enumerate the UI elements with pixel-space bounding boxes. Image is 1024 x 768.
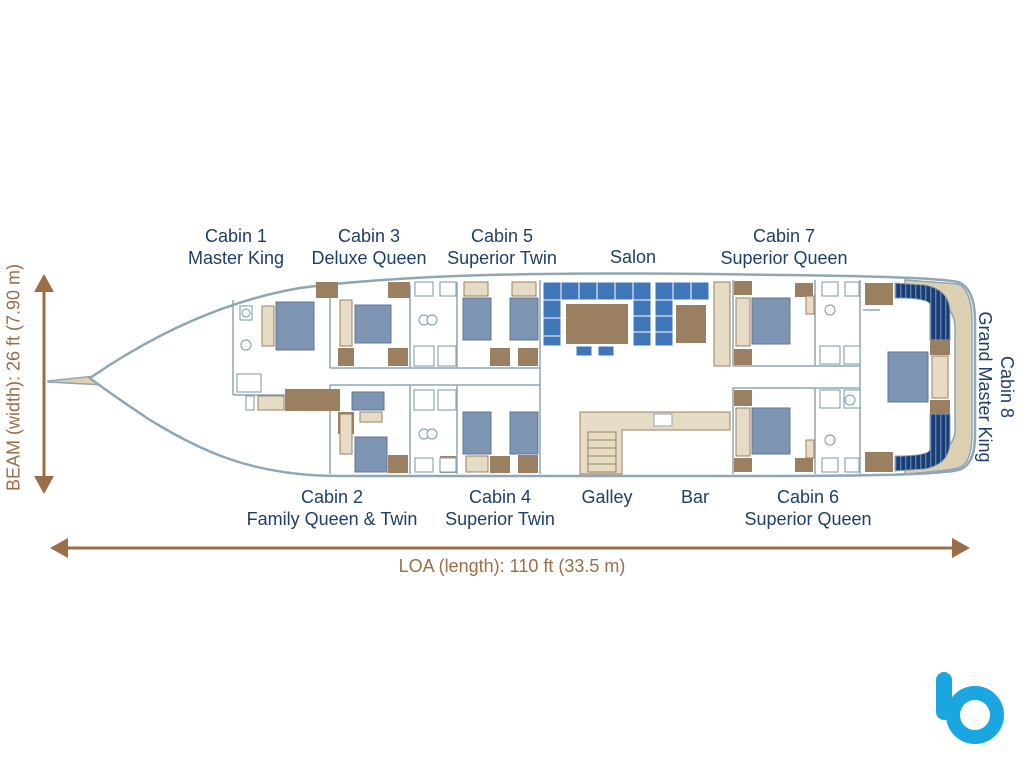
- cabin-3-name: Cabin 3: [337, 226, 401, 246]
- cabin-7-name: Cabin 7: [752, 226, 816, 246]
- cabin-1-type: Master King: [187, 248, 285, 268]
- cabin-7-label: Cabin 7 Superior Queen: [710, 225, 858, 269]
- galley-label: Galley: [572, 486, 642, 508]
- cabin-6-name: Cabin 6: [776, 487, 840, 507]
- cabin-5-name: Cabin 5: [470, 226, 534, 246]
- galley-counter: [579, 411, 731, 475]
- nightstands: [257, 281, 949, 473]
- salon-seating: [542, 281, 710, 357]
- beam-arrow: [34, 274, 54, 494]
- cabin-6-type: Superior Queen: [744, 509, 872, 529]
- salon-table: [566, 304, 628, 344]
- bar-label: Bar: [670, 486, 720, 508]
- cabin-1-label: Cabin 1 Master King: [176, 225, 296, 269]
- cabin-4-type: Superior Twin: [445, 509, 555, 529]
- salon-label: Salon: [596, 246, 670, 268]
- salon-name: Salon: [609, 247, 657, 267]
- cabin-8-label: Cabin 8 Grand Master King: [974, 307, 1018, 467]
- cabin-3-label: Cabin 3 Deluxe Queen: [302, 225, 436, 269]
- loa-arrow: [50, 538, 970, 558]
- cabin-2-type: Family Queen & Twin: [246, 509, 418, 529]
- cabin-7-type: Superior Queen: [720, 248, 848, 268]
- beam-dimension-label: BEAM (width): 26 ft (7.90 m): [3, 263, 24, 492]
- cabin-4-name: Cabin 4: [468, 487, 532, 507]
- cabin-8-name: Cabin 8: [997, 355, 1017, 419]
- cabin-2-name: Cabin 2: [300, 487, 364, 507]
- cabin-4-label: Cabin 4 Superior Twin: [436, 486, 564, 530]
- cabin-5-type: Superior Twin: [447, 248, 557, 268]
- loa-dimension-label: LOA (length): 110 ft (33.5 m): [398, 556, 626, 576]
- cabin-8-type: Grand Master King: [975, 311, 995, 463]
- galley-name: Galley: [581, 487, 633, 507]
- cabin-1-name: Cabin 1: [204, 226, 268, 246]
- b-logo-icon: [936, 672, 1004, 744]
- bar-name: Bar: [680, 487, 709, 507]
- cabin-5-label: Cabin 5 Superior Twin: [438, 225, 566, 269]
- beds: [275, 297, 929, 473]
- cabin-2-label: Cabin 2 Family Queen & Twin: [234, 486, 430, 530]
- cabin-3-type: Deluxe Queen: [311, 248, 427, 268]
- bathroom-fixtures: [236, 281, 861, 473]
- cabin-6-label: Cabin 6 Superior Queen: [734, 486, 882, 530]
